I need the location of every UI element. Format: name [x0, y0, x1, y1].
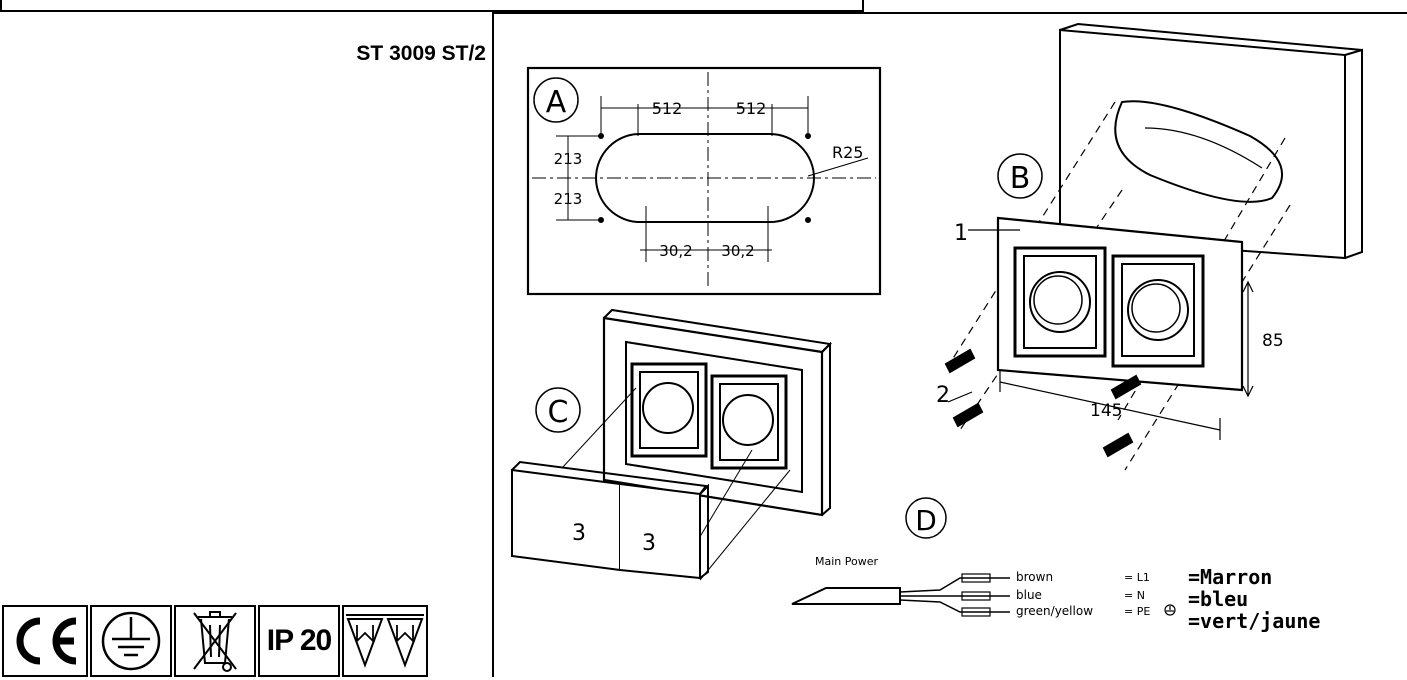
detail-d-label: D	[915, 504, 937, 537]
detail-b-exploded-view	[944, 22, 1363, 471]
detail-b-label: B	[1010, 161, 1031, 196]
dim-v-upper: 213	[554, 150, 583, 168]
dim-bottom-left: 30,2	[659, 242, 692, 260]
header-frame	[0, 0, 864, 12]
mm-furniture-mark-icon	[342, 605, 428, 677]
ip20-rating-icon: IP 20	[258, 605, 340, 677]
key-left-label: 3	[572, 521, 586, 546]
callout-1: 1	[954, 221, 968, 246]
model-number: ST 3009 ST/2	[356, 42, 486, 65]
mounting-screws	[944, 348, 1142, 458]
installation-drawing: A 512 512 213 213 R25 30,2 30,2 B 1 2 85…	[511, 22, 1363, 633]
main-power-label: Main Power	[815, 555, 878, 568]
earth-symbol-icon	[1164, 604, 1176, 616]
radius-label: R25	[832, 143, 863, 162]
drawing-frame	[492, 12, 1407, 677]
key-right-label: 3	[642, 531, 656, 556]
wire-brown-code: = L1	[1124, 571, 1150, 584]
dim-v-lower: 213	[554, 190, 583, 208]
wire-blue-fr: =bleu	[1188, 587, 1248, 611]
callout-2: 2	[936, 383, 950, 408]
dim-bottom-right: 30,2	[721, 242, 754, 260]
wire-green-yellow-fr: =vert/jaune	[1188, 609, 1320, 633]
detail-c-cover-assembly	[511, 308, 833, 581]
dim-top-left: 512	[652, 99, 683, 118]
weee-crossed-bin-icon	[174, 605, 256, 677]
wire-blue-code: = N	[1124, 589, 1145, 602]
dim-width: 145	[1090, 401, 1122, 421]
wire-green-yellow-label: green/yellow	[1016, 604, 1093, 618]
wire-pe-code: = PE	[1124, 605, 1150, 618]
wire-brown-fr: =Marron	[1188, 565, 1272, 589]
ip-rating-label: IP 20	[266, 624, 333, 657]
wire-blue-label: blue	[1016, 588, 1042, 602]
ce-mark-icon: CE	[2, 605, 88, 677]
detail-a-label: A	[546, 85, 567, 120]
earth-ground-icon	[90, 605, 172, 677]
dim-height: 85	[1262, 331, 1284, 351]
detail-c-label: C	[548, 395, 569, 430]
detail-d-wiring	[791, 497, 1010, 617]
detail-a-cutout	[526, 66, 882, 296]
dim-top-right: 512	[736, 99, 767, 118]
wire-brown-label: brown	[1016, 570, 1053, 584]
